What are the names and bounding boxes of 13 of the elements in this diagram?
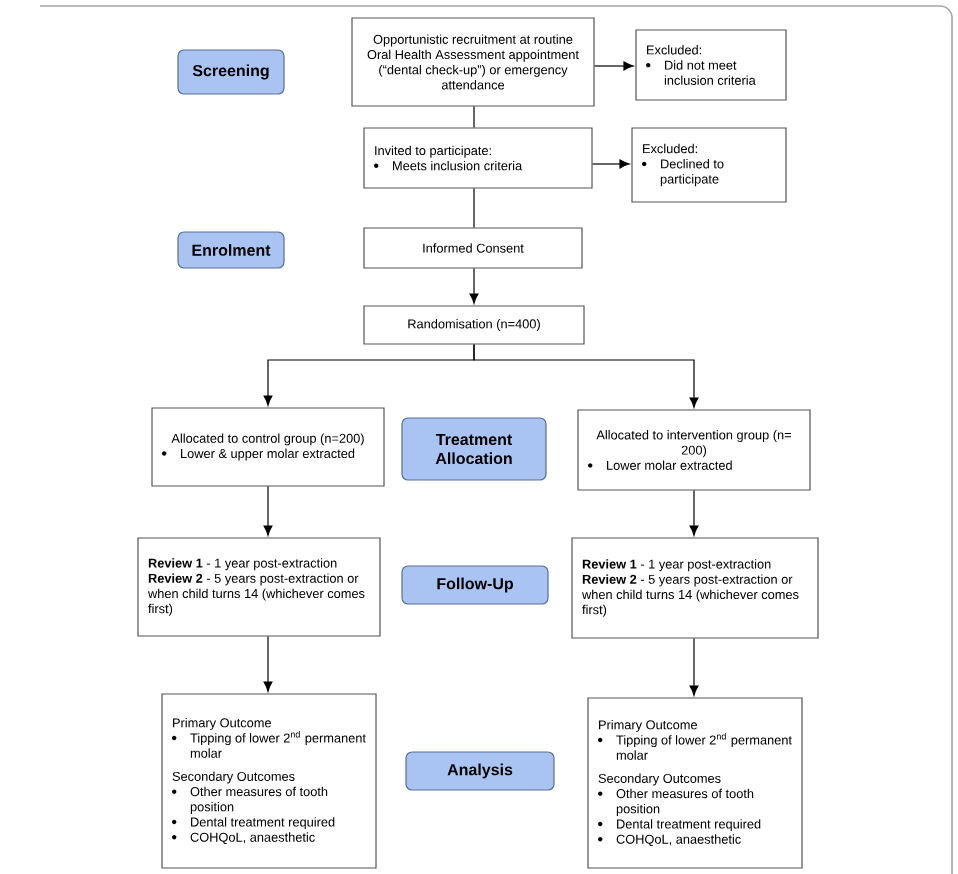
- stage-label: Enrolment: [177, 231, 285, 269]
- arrow: [594, 61, 634, 71]
- stage-label: Analysis: [405, 751, 555, 791]
- arrow: [689, 490, 699, 536]
- arrow: [263, 636, 273, 692]
- arrow: [689, 638, 699, 696]
- stage-label: Follow-Up: [401, 565, 549, 605]
- stage-label: Screening: [177, 49, 285, 95]
- arrow: [473, 344, 699, 408]
- arrow: [469, 268, 479, 304]
- arrow: [592, 159, 630, 169]
- arrow: [263, 486, 273, 536]
- stage-label: Treatment Allocation: [401, 417, 547, 481]
